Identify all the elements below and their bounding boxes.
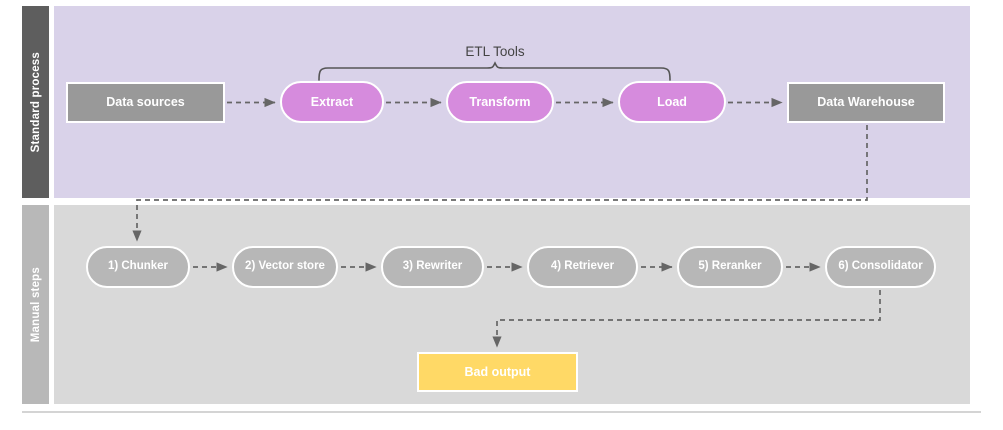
node-chunker-label: 1) Chunker: [107, 260, 169, 273]
node-data-warehouse[interactable]: Data Warehouse: [787, 82, 945, 123]
node-retriever-label: 4) Retriever: [550, 260, 615, 273]
node-retriever[interactable]: 4) Retriever: [527, 246, 638, 288]
node-rewriter[interactable]: 3) Rewriter: [381, 246, 484, 288]
swimlane-label-manual-steps: Manual steps: [22, 205, 49, 404]
node-data-sources-label: Data sources: [106, 95, 185, 110]
node-transform[interactable]: Transform: [446, 81, 554, 123]
node-bad-output[interactable]: Bad output: [417, 352, 578, 392]
swimlane-label-standard-process: Standard process: [22, 6, 49, 198]
node-data-sources[interactable]: Data sources: [66, 82, 225, 123]
node-reranker[interactable]: 5) Reranker: [677, 246, 783, 288]
bottom-divider: [22, 411, 981, 413]
node-consolidator[interactable]: 6) Consolidator: [825, 246, 936, 288]
node-chunker[interactable]: 1) Chunker: [86, 246, 190, 288]
swimlane-label-standard-process-text: Standard process: [29, 51, 42, 153]
node-vector-store[interactable]: 2) Vector store: [232, 246, 338, 288]
node-rewriter-label: 3) Rewriter: [402, 260, 463, 273]
node-bad-output-label: Bad output: [464, 364, 531, 379]
node-vector-store-label: 2) Vector store: [245, 260, 325, 273]
etl-tools-label: ETL Tools: [465, 44, 525, 59]
node-load-label: Load: [657, 94, 687, 109]
node-transform-label: Transform: [469, 94, 531, 109]
node-load[interactable]: Load: [618, 81, 726, 123]
node-reranker-label: 5) Reranker: [698, 260, 762, 273]
node-extract-label: Extract: [310, 94, 354, 109]
swimlane-label-manual-steps-text: Manual steps: [29, 266, 42, 343]
node-data-warehouse-label: Data Warehouse: [817, 95, 915, 110]
node-extract[interactable]: Extract: [280, 81, 384, 123]
node-consolidator-label: 6) Consolidator: [838, 260, 923, 273]
